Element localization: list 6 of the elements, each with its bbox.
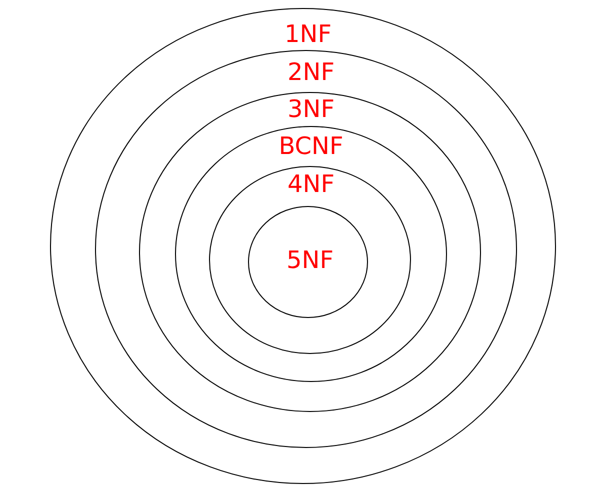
level-label: 4NF bbox=[287, 171, 335, 197]
level-label: 5NF bbox=[286, 247, 334, 273]
level-label: 2NF bbox=[287, 59, 335, 85]
level-label: BCNF bbox=[278, 133, 344, 159]
level-label: 3NF bbox=[287, 96, 335, 122]
level-label: 1NF bbox=[284, 21, 332, 47]
